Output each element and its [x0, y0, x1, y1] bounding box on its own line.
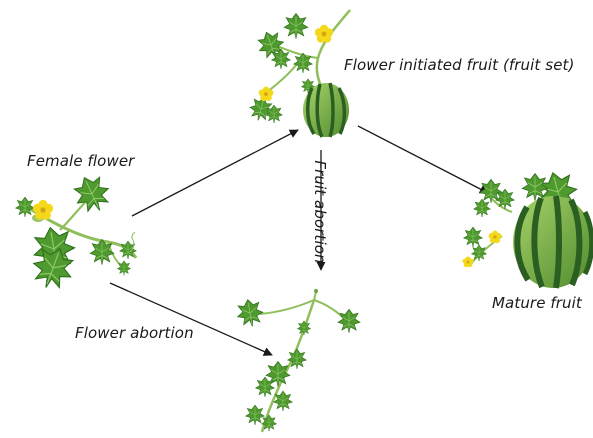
aborted-vine: [235, 289, 360, 432]
label-fruit-abortion: Fruit abortion: [311, 160, 329, 263]
arrow-fruit-set-to-mature: [358, 126, 488, 193]
label-mature-fruit: Mature fruit: [492, 294, 582, 312]
large-watermelon: [513, 196, 593, 288]
label-flower-abortion: Flower abortion: [75, 324, 194, 342]
small-watermelon: [303, 83, 349, 137]
arrows: [110, 126, 488, 355]
label-female-flower: Female flower: [27, 152, 134, 170]
mature-fruit-plant: [462, 168, 593, 288]
female-flower-plant: [16, 171, 137, 295]
label-fruit-set: Flower initiated fruit (fruit set): [344, 56, 574, 74]
fruit-set-plant: [247, 10, 350, 137]
arrow-female-to-fruit-set: [132, 130, 298, 216]
